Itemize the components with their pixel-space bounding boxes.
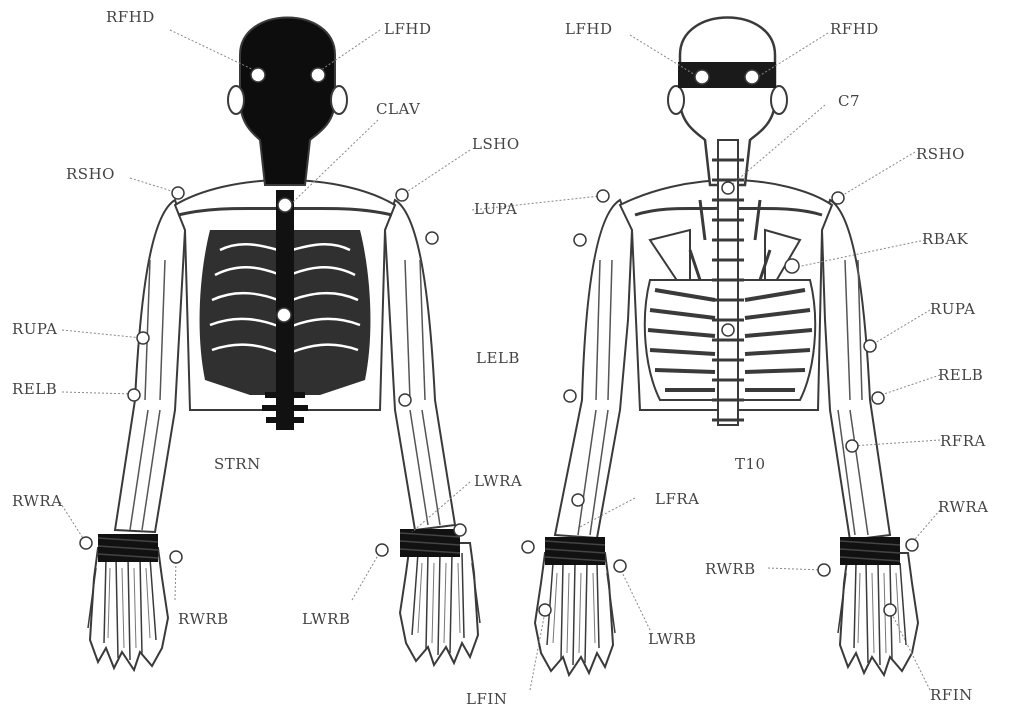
marker-back-rbak: [785, 259, 799, 273]
label-front-lupa: LUPA: [474, 200, 517, 218]
label-back-rfin: RFIN: [930, 686, 973, 704]
marker-back-lupa: [574, 234, 586, 246]
marker-front-rfhd: [251, 68, 265, 82]
marker-back-lelb: [564, 390, 576, 402]
marker-back-lfin: [539, 604, 551, 616]
back-left-arm-outline: [555, 200, 632, 538]
marker-back-c7: [722, 182, 734, 194]
marker-back-t10: [722, 324, 734, 336]
label-front-relb: RELB: [12, 380, 57, 398]
label-front-rwrb: RWRB: [178, 610, 229, 628]
label-front-rfhd: RFHD: [106, 8, 155, 26]
marker-back-lsho: [597, 190, 609, 202]
marker-front-rwra: [80, 537, 92, 549]
label-front-lsho: LSHO: [472, 135, 520, 153]
marker-front-lwra: [454, 524, 466, 536]
label-front-rsho: RSHO: [66, 165, 115, 183]
label-back-relb: RELB: [938, 366, 983, 384]
label-front-clav: CLAV: [376, 100, 420, 118]
label-front-lelb: LELB: [476, 349, 520, 367]
label-back-lfhd: LFHD: [565, 20, 612, 38]
marker-front-lelb: [399, 394, 411, 406]
marker-front-rsho: [172, 187, 184, 199]
marker-back-rwra: [906, 539, 918, 551]
marker-front-strn: [277, 308, 291, 322]
label-front-lfhd: LFHD: [384, 20, 431, 38]
label-front-rupa: RUPA: [12, 320, 57, 338]
label-back-rupa: RUPA: [930, 300, 975, 318]
label-back-t10: T10: [735, 455, 766, 473]
label-back-lfra: LFRA: [655, 490, 700, 508]
marker-back-lwrb: [614, 560, 626, 572]
label-back-rbak: RBAK: [922, 230, 968, 248]
marker-back-rwrb: [818, 564, 830, 576]
label-back-rfhd: RFHD: [830, 20, 879, 38]
marker-back-rfin: [884, 604, 896, 616]
label-back-c7: C7: [838, 92, 860, 110]
label-front-rwra: RWRA: [12, 492, 63, 510]
marker-front-rwrb: [170, 551, 182, 563]
marker-back-relb: [872, 392, 884, 404]
marker-front-lwrb: [376, 544, 388, 556]
front-head: [240, 18, 335, 186]
label-back-rwra: RWRA: [938, 498, 989, 516]
marker-back-rfhd: [745, 70, 759, 84]
marker-front-rupa: [137, 332, 149, 344]
marker-back-lfhd: [695, 70, 709, 84]
marker-front-clav: [278, 198, 292, 212]
label-back-rsho: RSHO: [916, 145, 965, 163]
label-front-lfin: LFIN: [466, 690, 507, 708]
marker-front-lupa: [426, 232, 438, 244]
label-front-lwrb: LWRB: [302, 610, 350, 628]
front-figure: [88, 18, 480, 671]
marker-back-rsho: [832, 192, 844, 204]
marker-back-rupa: [864, 340, 876, 352]
marker-back-lwra: [522, 541, 534, 553]
marker-front-lfhd: [311, 68, 325, 82]
marker-back-lfra: [572, 494, 584, 506]
label-back-rfra: RFRA: [940, 432, 986, 450]
front-left-arm-outline: [385, 200, 455, 530]
marker-back-rfra: [846, 440, 858, 452]
label-front-strn: STRN: [214, 455, 261, 473]
marker-front-lsho: [396, 189, 408, 201]
marker-front-relb: [128, 389, 140, 401]
front-right-arm-outline: [115, 200, 185, 532]
back-right-arm-outline: [822, 200, 890, 540]
label-back-rwrb: RWRB: [705, 560, 756, 578]
back-headband: [678, 62, 776, 88]
label-front-lwra: LWRA: [474, 472, 522, 490]
label-back-lwrb: LWRB: [648, 630, 696, 648]
